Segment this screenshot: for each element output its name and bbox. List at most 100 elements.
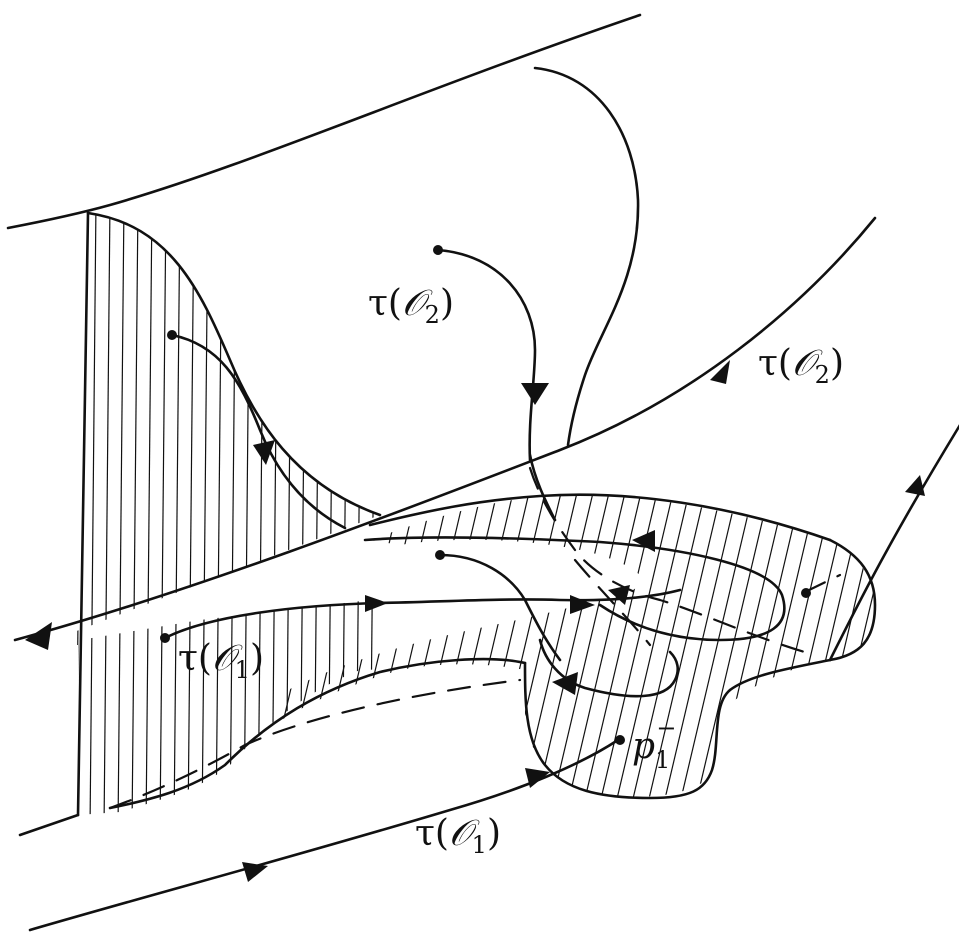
hatch-line [243, 213, 251, 815]
hatch-line [451, 494, 533, 810]
hatch-line [771, 494, 853, 810]
hatch-line [627, 494, 709, 810]
hidden-line-upper [528, 466, 817, 657]
curled-sheet-top [368, 493, 832, 542]
hatch-line [229, 213, 237, 815]
arrowhead-left-end [25, 622, 52, 650]
hatch-line [103, 213, 111, 815]
point-tau-o1-mid-start [160, 633, 170, 643]
hatch-line [579, 494, 661, 810]
inner-surface-trajectory [438, 553, 562, 662]
top-edge-curve [6, 13, 642, 230]
hatch-line [467, 494, 549, 810]
hidden-line-lower [108, 678, 522, 810]
hatch-line [355, 494, 437, 810]
tau-o1-mid-trajectory [163, 588, 682, 640]
hatch-line [173, 213, 181, 815]
hatch-line [327, 213, 335, 815]
hatch-line [259, 494, 341, 810]
tau-o1-bottom-trajectory [28, 738, 620, 932]
upper-sheet-fold [533, 66, 640, 447]
arrowhead-tau-o1-mid-b [570, 595, 595, 614]
curled-sheet-lip [523, 661, 732, 800]
hatch-line [835, 494, 875, 810]
hatch-line [643, 494, 725, 810]
hatch-line [659, 494, 741, 810]
label-tau-o2-top: τ(𝒪2) [368, 283, 454, 329]
hatch-line [159, 213, 167, 815]
arrowhead-inner-loop-left [632, 530, 655, 552]
hatch-line [291, 494, 373, 810]
hatch-line [187, 213, 195, 815]
curled-sheet-outer-right [728, 658, 832, 692]
hidden-line-right [803, 573, 842, 594]
label-tau-o1-mid: τ(𝒪1) [178, 638, 264, 684]
hatch-line [131, 213, 139, 815]
tau-o2-right-trajectory [13, 216, 877, 642]
hatch-line [595, 494, 677, 810]
hatch-line [563, 494, 645, 810]
hatch-line [707, 494, 789, 810]
hatch-line [215, 213, 223, 815]
hatch-line [145, 213, 153, 815]
hatch-line [435, 494, 517, 810]
hatch-line [691, 494, 773, 810]
hatch-line [499, 494, 581, 810]
label-tau-o2-right: τ(𝒪2) [758, 343, 844, 389]
arrowhead-curl [552, 672, 578, 695]
point-inner-surface-start [435, 550, 445, 560]
hidden-line-inner [573, 558, 652, 647]
hatch-line [803, 494, 875, 810]
arrowhead-tau-o2-top [521, 383, 549, 405]
point-p1-minus [615, 735, 625, 745]
hatch-line [419, 494, 501, 810]
bottom-left-edge [18, 813, 80, 837]
hatch-line [403, 494, 485, 810]
arrowhead-tau-o1-bottom-a [242, 862, 268, 882]
hatch-line [739, 494, 821, 810]
hatch-line [117, 213, 125, 815]
right-upward-trajectory [828, 424, 959, 662]
left-sheet-edge [76, 211, 90, 817]
curled-sheet-inner-loop [363, 536, 786, 642]
label-tau-o1-bottom: τ(𝒪1) [415, 813, 501, 859]
curled-sheet-lower-edge [108, 657, 527, 810]
hatch-line [285, 213, 293, 815]
hatch-line [819, 494, 875, 810]
curled-sheet-tongue [538, 638, 680, 698]
hatch-line [89, 213, 97, 815]
curled-sheet-hatching [259, 494, 875, 810]
hatch-line [371, 494, 453, 810]
arrowhead-inner-loop-down [608, 585, 630, 605]
point-curled-right [801, 588, 811, 598]
hatch-line [323, 494, 405, 810]
arrowhead-right-upward [905, 475, 925, 496]
hatch-line [723, 494, 805, 810]
hatch-line [313, 213, 321, 815]
left-sheet-trajectory [170, 333, 347, 530]
hatch-line [611, 494, 693, 810]
right-side-fold [528, 453, 557, 522]
hatch-line [341, 213, 349, 815]
arrowhead-tau-o2-right [710, 360, 730, 384]
hatch-line [851, 494, 875, 810]
hatch-line [271, 213, 279, 815]
point-left-sheet-start [167, 330, 177, 340]
tau-o2-top-trajectory [436, 248, 537, 462]
curled-sheet-end [828, 538, 877, 662]
label-p1-minus: p1− [632, 714, 676, 774]
arrowhead-left-sheet [253, 440, 275, 465]
hatch-line [547, 494, 629, 810]
arrowhead-tau-o1-bottom-b [525, 768, 550, 788]
hatch-line [387, 494, 469, 810]
point-tau-o2-top-start [433, 245, 443, 255]
left-sheet-hatching [75, 213, 377, 815]
hatch-line [299, 213, 307, 815]
hatch-line [201, 213, 209, 815]
arrowhead-tau-o1-mid-a [365, 595, 388, 612]
hatch-line [355, 213, 363, 815]
hatch-line [675, 494, 757, 810]
left-sheet-diagonal [86, 211, 382, 517]
